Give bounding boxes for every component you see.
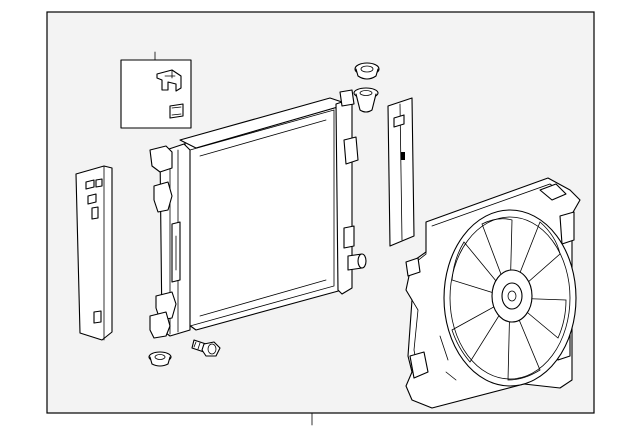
drain-plug bbox=[191, 339, 221, 357]
lower-isolator bbox=[148, 351, 172, 367]
callout-box-bracket bbox=[120, 59, 192, 129]
radiator-core bbox=[149, 89, 367, 339]
upper-isolator bbox=[353, 87, 379, 113]
right-air-seal bbox=[387, 97, 415, 247]
upper-isolator-cap bbox=[354, 62, 380, 80]
left-air-seal bbox=[75, 165, 113, 341]
cooling-fan-shroud-assembly bbox=[405, 177, 581, 409]
